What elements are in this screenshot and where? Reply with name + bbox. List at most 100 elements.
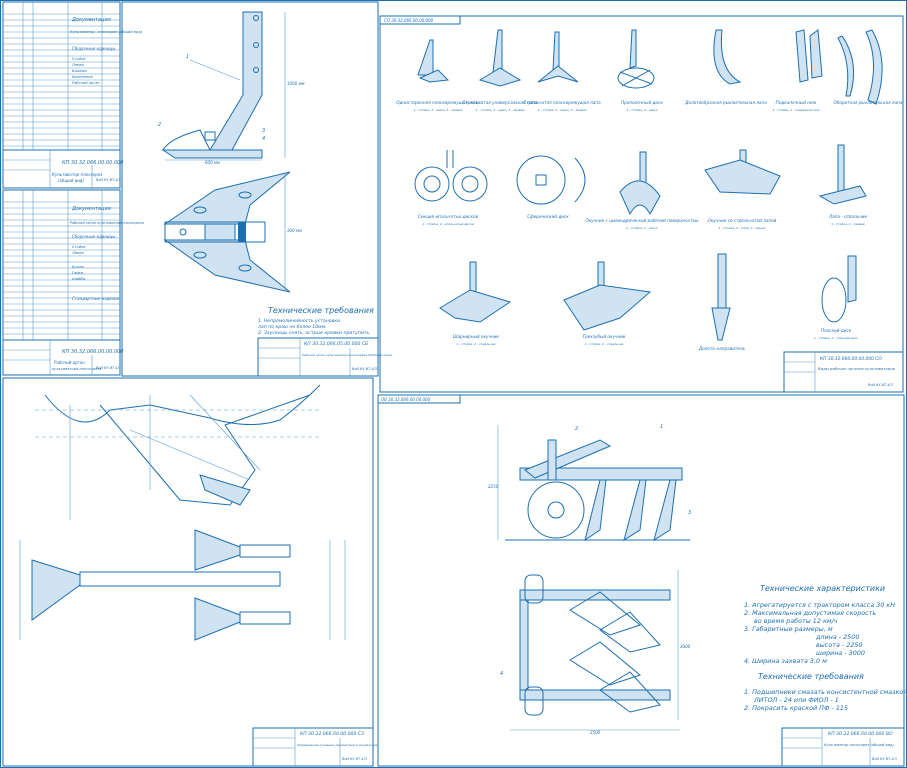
- spec-lower-row-8: Стандартные изделия: [72, 296, 120, 301]
- spec-lower-row-7: Шайбы: [72, 277, 86, 281]
- cultivator-plan-view: 2500 3000 4: [500, 570, 691, 735]
- type-name-7: Оборотная рыхлительная лапа: [834, 100, 903, 105]
- wb-tech-title: Технические требования: [268, 306, 374, 315]
- type-name-6: Подкапочный нож: [776, 100, 817, 105]
- spec-upper-stamp-name: Культиватор-плоскорез: [52, 172, 102, 177]
- dim-1000: 1000 мм: [287, 81, 305, 86]
- spec-lower-row-3: Стойка: [72, 245, 86, 249]
- general-corner-code: ОВ 30.32.066.00.00.000: [381, 397, 431, 402]
- type-name-11: Окучник со стрельчатой лапой: [708, 218, 777, 223]
- spec-lower-stamp-org: ВоИ КУ ИТ-4/3: [96, 366, 121, 370]
- spec-upper-stamp-code: КП 30.32.066.00.00.000: [62, 160, 123, 166]
- spec-upper-row-4: Лемех: [71, 63, 85, 67]
- geometry-stamp-code: КП 30.32.066.00.00.000 СЗ: [300, 731, 364, 737]
- type-name-14: Трехзубый окучник: [583, 334, 626, 339]
- wb-tech-line-1: 1. Непрямолинейность установки: [258, 318, 340, 324]
- spec-upper-stamp-name2: (общий вид): [58, 178, 84, 183]
- type-caption-3: 1 - стойка, 2 - щека, 3 - лезвие: [538, 108, 587, 112]
- spec-lower-heading: Документация: [71, 206, 111, 212]
- type-name-4: Прополочный диск: [621, 100, 663, 105]
- glyph-row-3: [439, 253, 857, 341]
- general-char-line-3: во время работы 12 км/ч: [754, 617, 838, 625]
- general-sheet: ОВ 30.32.066.00.00.000 2250 2 1 3: [377, 394, 907, 767]
- wb-stamp-org: ВоИ КУ ИТ-4/3: [352, 367, 377, 371]
- type-name-1: Односторонняя плоскорежущая лапа: [396, 100, 480, 105]
- type-name-9: Сферический диск: [527, 214, 569, 219]
- svg-text:4: 4: [500, 671, 503, 677]
- dim-2250: 2250: [488, 484, 499, 489]
- general-stamp-code: КП 30.32.066.00.00.000 ВО: [828, 731, 893, 737]
- dim-2500: 2500: [590, 730, 601, 735]
- dim-600: 600 мм: [205, 160, 220, 165]
- type-caption-2: 1 - стойка, 2 - щека, 3 - лезвие: [476, 108, 525, 112]
- spec-upper-row-5: Башмак: [72, 69, 88, 73]
- wb-tech-line-3: 2. Заусенцы снять, острые кромки притупи…: [258, 330, 371, 336]
- geometry-stamp-name: Определение основных параметров культива…: [297, 743, 377, 747]
- general-char-line-2: 2. Максимальная допустимая скорость: [744, 609, 876, 617]
- geometry-sheet: КП 30.32.066.00.00.000 СЗ Определение ос…: [19, 384, 377, 767]
- type-caption-13: 1 - стойка, 2 - отвальчик: [457, 342, 496, 346]
- general-char-line-1: 1. Агрегатируется с трактором класса 30 …: [744, 601, 895, 609]
- spec-upper-stamp-org: ВоИ КУ ИТ-4/3: [96, 178, 121, 182]
- type-caption-16: 1 - стойка, 2 - плоский диск: [814, 336, 858, 340]
- type-name-2: Стрельчатая универсальная лапа: [463, 100, 538, 105]
- general-char-line-7: ширина - 3000: [816, 649, 865, 657]
- type-caption-4: 1 - стойка, 2 - щека: [627, 108, 658, 112]
- general-char-line-4: 3. Габаритные размеры, м: [744, 625, 833, 633]
- tine-side-view: 1 2 3 4 600 мм 1000 мм: [158, 11, 305, 165]
- spec-lower-stamp-name2: культиватора-плоскореза: [52, 367, 101, 371]
- general-stamp-org: ВоИ КУ ИТ-4/3: [872, 757, 897, 761]
- svg-text:2: 2: [575, 426, 578, 432]
- spec-upper-row-2: Сборочные единицы: [72, 46, 115, 51]
- svg-text:1: 1: [660, 424, 663, 430]
- type-caption-1: 1 - стойка, 2 - щека, 3 - лезвие: [414, 108, 463, 112]
- cultivator-side-view: 2250 2 1 3: [488, 424, 691, 542]
- svg-text:2: 2: [158, 122, 161, 128]
- type-name-5: Долотообразная рыхлительная лапа: [684, 100, 767, 105]
- wb-stamp-code: КП 30.32.066.05.00.000 СБ: [304, 341, 368, 347]
- type-name-15: Долото-направитель: [698, 346, 746, 351]
- working-body-sheet: 1 2 3 4 600 мм 1000 мм 300 мм Технически…: [158, 11, 392, 377]
- types-corner-code: СО 30.32.066.00.00.000: [384, 18, 434, 23]
- svg-text:4: 4: [262, 136, 265, 142]
- type-caption-8: 1 - стойка, 2 - игольчатые диски: [422, 222, 474, 226]
- types-stamp-org: ВоИ КУ ИТ-4/3: [868, 383, 893, 387]
- general-char-line-5: длина - 2500: [815, 633, 859, 641]
- spec-lower-row-1: Рабочий орган культиватора-плоскореза: [70, 221, 144, 225]
- general-char-title: Технические характеристики: [760, 584, 885, 593]
- spec-upper-row-6: Крепление: [72, 75, 94, 79]
- svg-text:3: 3: [688, 510, 691, 516]
- type-name-13: Шарнирный окучник: [453, 334, 499, 339]
- types-stamp-code: КП 30.32.066.00.00.000 СО: [820, 356, 882, 362]
- spec-sheet-upper: Документация Куль­ти­ва­тор - плос­ко­ре…: [2, 2, 143, 189]
- types-stamp-name: Виды рабочих органов культиваторов: [818, 366, 895, 371]
- type-caption-14: 1 - стойка, 2 - отвальчик: [585, 342, 624, 346]
- type-caption-6: 1 - стойка, 2 - подрезной нож: [773, 108, 820, 112]
- spec-lower-stamp-code: КП 30.32.066.00.00.000: [62, 349, 123, 355]
- type-name-12: Лапа - отвальчик: [828, 214, 868, 219]
- type-caption-12: 1 - стойка, 2 - лезвие: [831, 222, 865, 226]
- spec-lower-stamp-name: Рабочий орган: [54, 360, 85, 365]
- glyph-row-2: [414, 144, 867, 216]
- spec-lower-row-6: Гайки: [72, 271, 84, 275]
- general-req-line-2: ЛИТОЛ - 24 или ФИОЛ - 1: [753, 696, 839, 704]
- type-name-8: Секция игольчатых дисков: [418, 214, 479, 219]
- general-req-line-3: 2. Покрасить краской ПФ - 115: [744, 704, 848, 712]
- geometry-stamp-org: ВоИ КУ ИТ-4/3: [342, 757, 367, 761]
- spec-lower-row-5: Болты: [72, 265, 84, 269]
- dim-300: 300 мм: [287, 228, 302, 233]
- glyph-row-1: [417, 29, 883, 105]
- general-req-title: Технические требования: [758, 672, 864, 681]
- spec-sheet-lower: Документация Рабочий орган культиватора-…: [2, 190, 144, 376]
- svg-text:1: 1: [186, 54, 189, 60]
- svg-text:3: 3: [262, 128, 265, 134]
- tine-top-view: 300 мм: [163, 171, 302, 293]
- general-req-line-1: 1. Подшипники смазать консистентной смаз…: [744, 688, 907, 696]
- spec-upper-row-1: Куль­ти­ва­тор - плос­ко­рез (общий вид): [70, 30, 143, 34]
- type-caption-11: 1 - стойка, 2 - лапа, 3 - крыло: [719, 226, 766, 230]
- spec-upper-row-3: Стойка: [72, 57, 86, 61]
- general-char-line-6: высота - 2250: [816, 641, 863, 649]
- wb-stamp-name: Рабочий орган культиватора-плоскореза (Р…: [302, 353, 392, 357]
